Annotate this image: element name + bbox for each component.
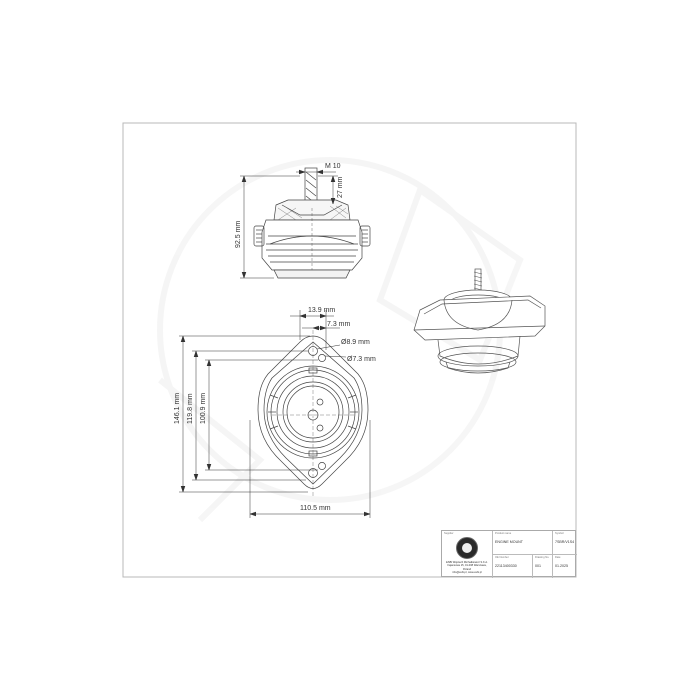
company-address: ESBI Wojciech Michalkiewicz S.K.A. Fajan… (444, 561, 490, 575)
address-line: info@esbi.pl, www.esbi.pl (452, 571, 482, 575)
dim-hole-diameter-1: Ø8.9 mm (341, 339, 370, 346)
dim-stud-length: 27 mm (337, 176, 344, 198)
title-block: Supplier ESBI Wojciech Michalkiewicz S.K… (441, 530, 577, 578)
symbol-label: Symbol (555, 532, 564, 535)
oe-cell: OE Number 22113400330 (492, 554, 532, 578)
dim-height-total: 146.1 mm (174, 393, 181, 424)
supplier-label: Supplier (444, 532, 454, 535)
date-cell: Date 01.2025 (552, 554, 577, 578)
top-view-dimensions (179, 310, 371, 518)
drawing-no-label: Drawing No. (535, 556, 550, 559)
dim-hole-diameter-2: Ø7.3 mm (347, 356, 376, 363)
dim-width: 110.5 mm (300, 505, 331, 512)
product-name-cell: Product name ENGINE MOUNT (492, 531, 552, 554)
address-line: Fajansowa 15, 01-008 Warszawa, Poland (447, 564, 487, 571)
symbol-cell: Symbol 7SBR/V1S4 (552, 531, 577, 554)
dim-height-inner: 100.9 mm (200, 393, 207, 424)
side-view-dimensions (240, 169, 338, 279)
dim-hole-offset-1: 13.9 mm (308, 307, 335, 314)
product-name: ENGINE MOUNT (495, 540, 523, 544)
supplier-cell: Supplier ESBI Wojciech Michalkiewicz S.K… (442, 531, 492, 578)
date: 01.2025 (555, 564, 568, 568)
dim-hole-offset-2: 7.3 mm (327, 321, 351, 328)
dim-height-mid: 119.8 mm (187, 393, 194, 424)
address-line: ESBI Wojciech Michalkiewicz S.K.A. (446, 561, 488, 564)
drawing-no-cell: Drawing No. 001 (532, 554, 552, 578)
side-view (253, 167, 371, 279)
dim-thread: M 10 (325, 163, 341, 170)
symbol: 7SBR/V1S4 (555, 540, 575, 544)
drawing-no: 001 (535, 564, 541, 568)
oe-label: OE Number (495, 556, 509, 559)
oe-number: 22113400330 (495, 564, 517, 568)
product-name-label: Product name (495, 532, 512, 535)
company-logo (456, 537, 478, 559)
top-view (257, 330, 369, 496)
date-label: Date (555, 556, 561, 559)
dim-side-height: 92.5 mm (235, 221, 242, 248)
sheet-frame (122, 122, 577, 578)
isometric-view (413, 268, 546, 374)
